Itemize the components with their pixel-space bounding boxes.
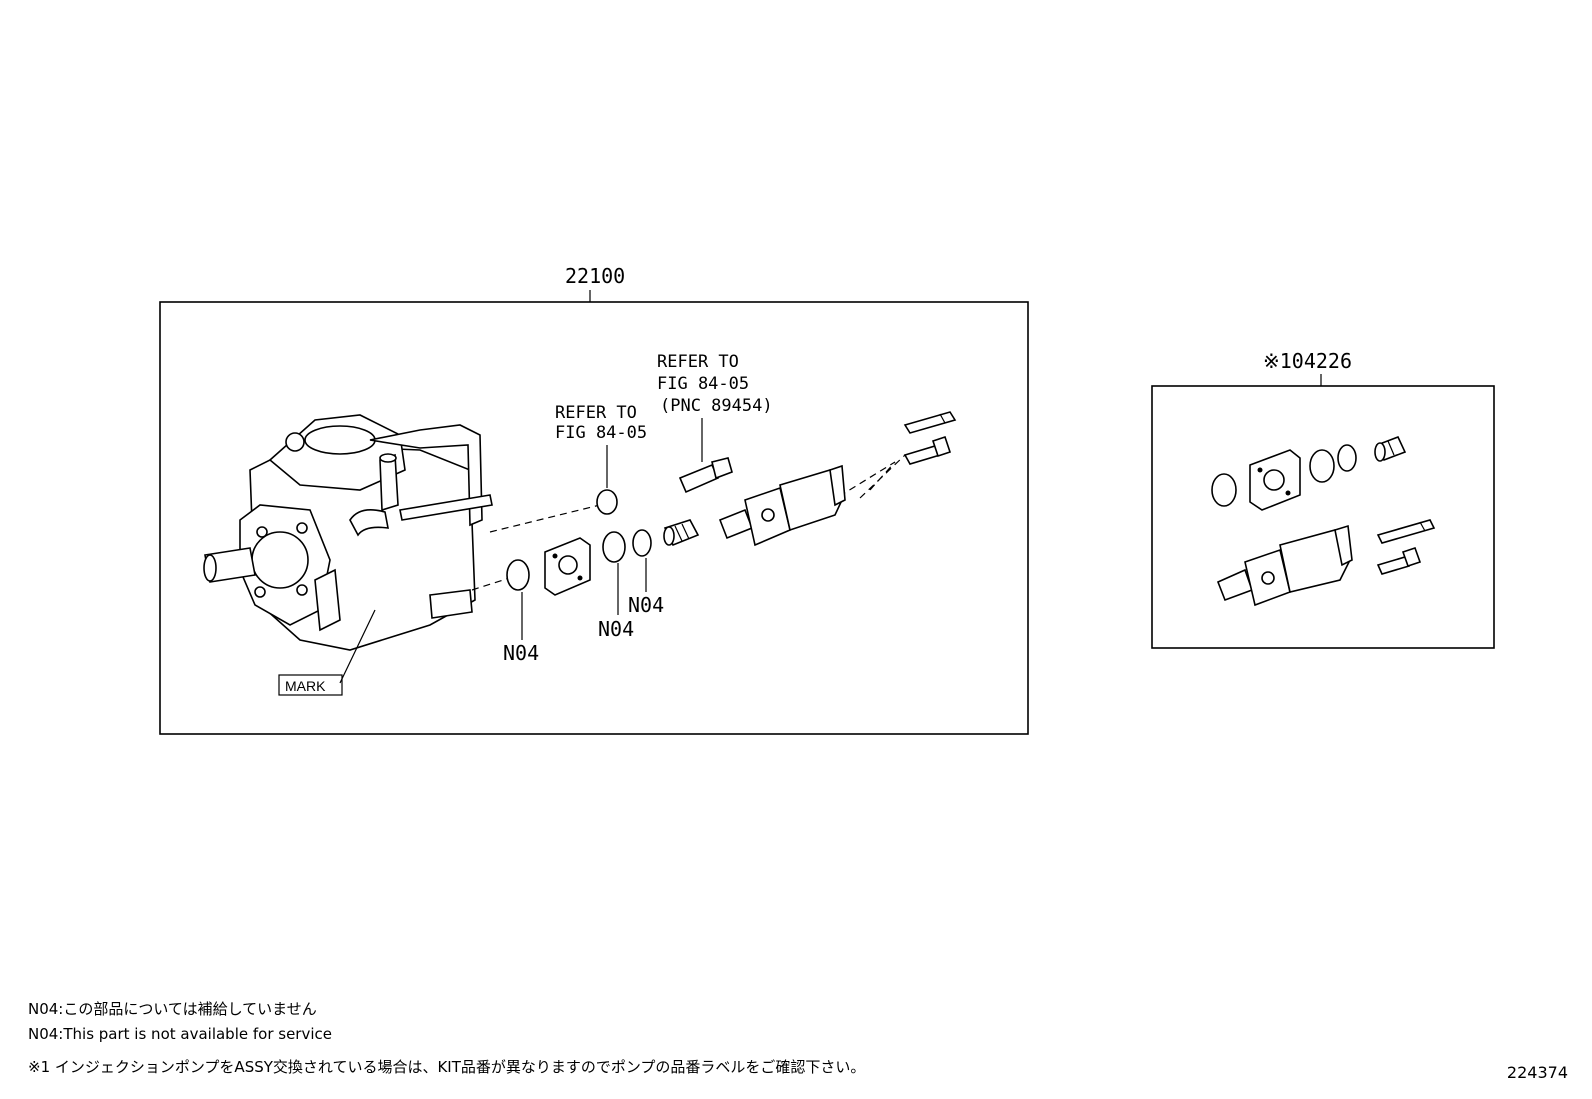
n04-label-right[interactable]: N04 [628, 593, 664, 617]
assembly-frame [159, 301, 1029, 735]
kit-number-label[interactable]: ※104226 [1263, 349, 1352, 373]
alignment-line-bolts [829, 454, 906, 503]
valve-cap[interactable] [663, 519, 700, 547]
alignment-line-lower [471, 572, 526, 591]
stud-bolt[interactable] [903, 411, 957, 434]
mark-leader-line [339, 609, 376, 684]
refer-a-line1: REFER TO [555, 403, 637, 423]
gasket-plate[interactable] [544, 537, 591, 596]
assembly-number-label[interactable]: 22100 [565, 264, 625, 288]
diagram-id: 224374 [1506, 1063, 1568, 1082]
o-ring-n04-right[interactable] [632, 529, 652, 557]
n04-label-middle[interactable]: N04 [598, 617, 634, 641]
mark-callout: MARK [278, 609, 376, 696]
o-ring-n04-middle[interactable] [602, 531, 626, 563]
kit-gasket-plate[interactable] [1249, 449, 1301, 511]
refer-a-line2: FIG 84-05 [555, 423, 647, 443]
kit-104226-group: ※104226 [1151, 349, 1495, 649]
kit-suction-control-valve[interactable] [1216, 524, 1353, 607]
n04-label-left[interactable]: N04 [503, 641, 539, 665]
o-ring-n04-left[interactable] [506, 559, 530, 591]
assembly-22100-group: 22100 MARK [159, 264, 1029, 735]
injection-pump-drawing[interactable] [203, 414, 493, 651]
alignment-line-upper [489, 504, 601, 533]
refer-b-line3: (PNC 89454) [660, 396, 773, 416]
mark-box [278, 674, 343, 696]
mark-label: MARK [285, 678, 326, 694]
kit-valve-cap[interactable] [1374, 435, 1407, 462]
refer-b-line2: FIG 84-05 [657, 374, 749, 394]
kit-o-ring-middle[interactable] [1309, 449, 1335, 483]
suction-control-valve[interactable] [718, 464, 846, 547]
hex-bolt[interactable] [903, 435, 952, 465]
footnote-japanese: N04:この部品については補給していません [28, 1000, 317, 1018]
kit-o-ring-left[interactable] [1211, 473, 1237, 507]
refer-b-line1: REFER TO [657, 352, 739, 372]
kit-stud-bolt[interactable] [1376, 519, 1436, 544]
kit-o-ring-right[interactable] [1337, 444, 1357, 472]
footnote-kit-notice: ※1 インジェクションポンプをASSY交換されている場合は、KIT品番が異なりま… [28, 1058, 866, 1076]
kit-frame [1151, 385, 1495, 649]
o-ring-upper[interactable] [596, 489, 618, 515]
pressure-sensor[interactable] [678, 418, 733, 494]
footnote-english: N04:This part is not available for servi… [28, 1025, 332, 1043]
kit-hex-bolt[interactable] [1376, 546, 1422, 575]
